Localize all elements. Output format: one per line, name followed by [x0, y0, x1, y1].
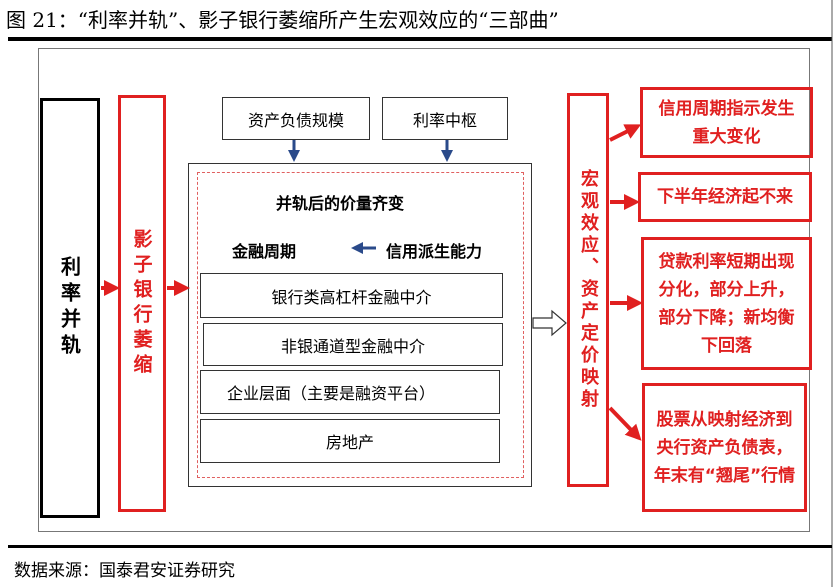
layer-enterprise: 企业层面（主要是融资平台）	[200, 370, 500, 414]
footer-divider	[8, 545, 832, 548]
center-box	[188, 163, 532, 487]
title-divider	[8, 37, 832, 41]
layer-real-estate: 房地产	[200, 419, 500, 463]
figure-title: 图 21：“利率并轨”、影子银行萎缩所产生宏观效应的“三部曲”	[6, 8, 559, 32]
center-heading: 并轨后的价量齐变	[276, 194, 405, 213]
effect-credit-cycle: 信用周期指示发生重大变化	[640, 87, 813, 158]
rate-center-box: 利率中枢	[382, 97, 508, 140]
arrow-icon	[608, 406, 642, 441]
shadow-bank-box: 影子银行萎缩	[118, 95, 166, 512]
layer-nonbank: 非银通道型金融中介	[203, 323, 503, 366]
arrow-icon	[609, 124, 642, 142]
rate-merger-box: 利率并轨	[40, 98, 100, 518]
hollow-arrow-icon	[532, 309, 567, 337]
layer-bank: 银行类高杠杆金融中介	[200, 273, 503, 318]
financial-cycle-label: 金融周期	[232, 242, 297, 261]
effect-stocks: 股票从映射经济到央行资产负债表，年末有“翘尾”行情	[642, 383, 807, 512]
macro-effect-box: 宏观效应、资产定价映射	[567, 93, 609, 487]
credit-derivation-label: 信用派生能力	[386, 242, 483, 261]
balance-sheet-box: 资产负债规模	[222, 97, 370, 140]
center-dashed-box	[197, 172, 524, 478]
source-note: 数据来源：国泰君安证券研究	[14, 561, 235, 581]
